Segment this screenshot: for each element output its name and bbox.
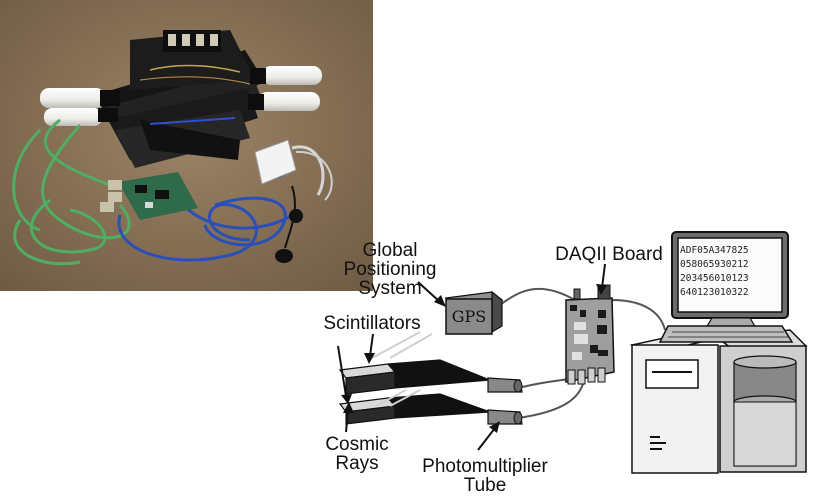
scintillators-label: Scintillators: [323, 313, 421, 334]
photo-gps-receiver: [254, 139, 333, 263]
pmt-label-arrow: [477, 421, 500, 451]
pmt-label: Photomultiplier Tube: [415, 457, 555, 495]
gps-system-label: Global Positioning System: [340, 241, 440, 298]
gps-system-label-line: Global: [362, 240, 418, 261]
pmt-tubes: [487, 377, 523, 425]
pmt-label-line: Photomultiplier: [422, 456, 548, 477]
monitor-line: 203456010123: [680, 273, 749, 284]
computer-tower: [629, 329, 721, 474]
photo-scintillator-stack: [95, 30, 265, 168]
scintillator-paddles: [338, 331, 491, 425]
gps-box-label: GPS: [451, 307, 487, 326]
photo-daq-board: [100, 172, 198, 220]
daq-board-label: DAQII Board: [555, 244, 663, 265]
computer-cabinet: [716, 329, 808, 473]
monitor-line: ADF05A347825: [680, 245, 749, 256]
cosmic-rays-label: Cosmic Rays: [322, 435, 392, 473]
cosmic-rays-label-line: Cosmic: [325, 434, 389, 455]
monitor-line: 640123010322: [680, 287, 749, 298]
gps-system-label-line: System: [358, 278, 422, 299]
gps-system-label-line: Positioning: [343, 259, 437, 280]
diagram-cables: [499, 287, 666, 419]
monitor-screen-text: ADF05A347825 058065930212 203456010123 6…: [680, 244, 780, 300]
monitor-line: 058065930212: [680, 259, 749, 270]
detector-photo: [0, 0, 373, 291]
daq-label-arrow: [596, 263, 607, 295]
scintillators-label-arrows: [337, 333, 375, 404]
photo-pmt-tubes: [40, 66, 322, 126]
cosmic-rays-arrows: [343, 402, 354, 433]
daq-board: [565, 284, 615, 385]
cosmic-rays-label-line: Rays: [335, 453, 379, 474]
pmt-label-line: Tube: [463, 475, 507, 496]
photo-green-cables: [12, 118, 131, 266]
